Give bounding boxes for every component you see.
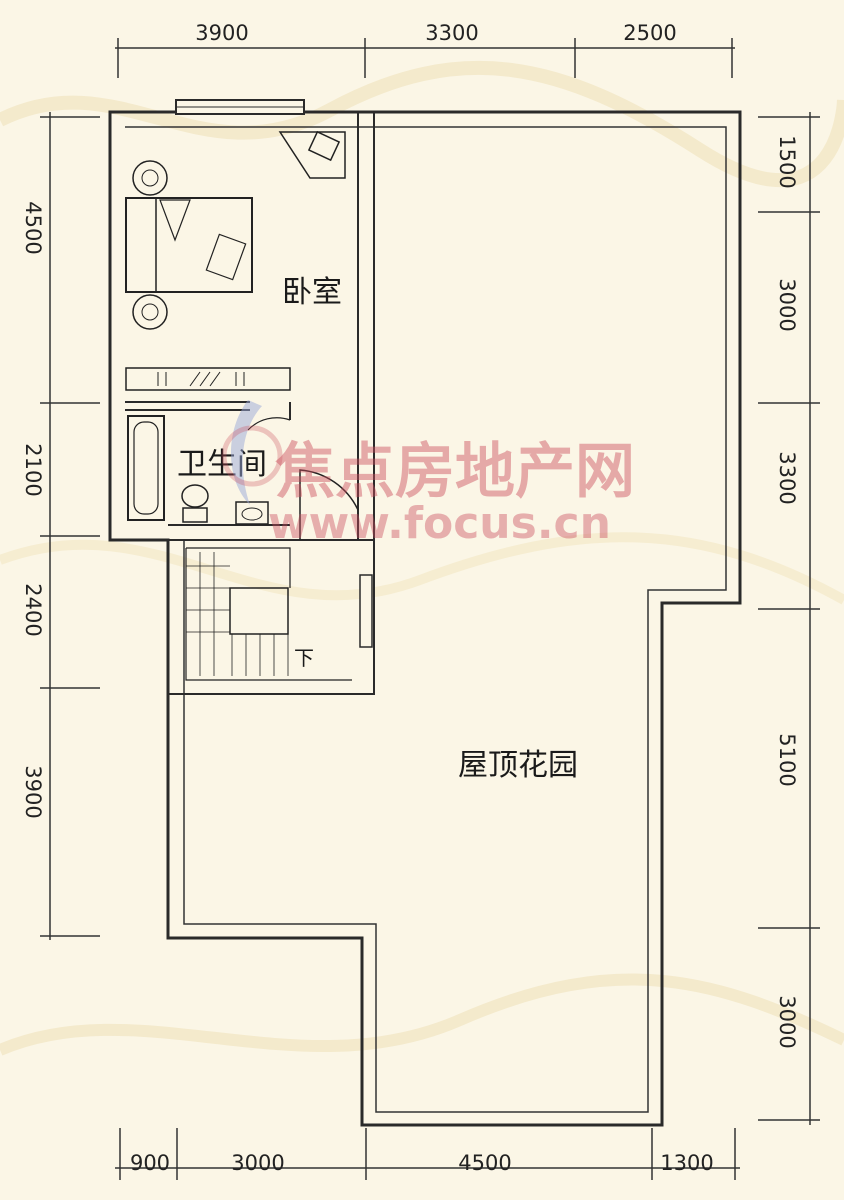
watermark-logo <box>221 400 283 505</box>
dim-left-2: 2100 <box>21 443 45 496</box>
dim-right-4: 5100 <box>775 733 799 786</box>
background-texture <box>0 61 844 1056</box>
dim-right-5: 3000 <box>775 995 799 1048</box>
dim-left-1: 4500 <box>21 201 45 254</box>
room-label-bedroom: 卧室 <box>282 275 342 310</box>
room-label-roof-garden: 屋顶花园 <box>458 748 578 783</box>
dim-top-1: 3900 <box>195 21 248 45</box>
watermark-url: www.focus.cn <box>268 498 611 549</box>
dim-right-3: 3300 <box>775 451 799 504</box>
dim-bottom-1: 900 <box>130 1151 170 1175</box>
stair-down-label: 下 <box>294 646 314 670</box>
plant-icon <box>132 160 168 330</box>
dim-top-2: 3300 <box>425 21 478 45</box>
sink-icon <box>235 501 269 525</box>
dim-bottom-2: 3000 <box>231 1151 284 1175</box>
dim-right-2: 3000 <box>775 278 799 331</box>
room-label-bathroom: 卫生间 <box>177 447 267 482</box>
dim-top-3: 2500 <box>623 21 676 45</box>
wardrobe-icon <box>125 367 291 391</box>
toilet-icon <box>181 484 209 523</box>
door-swing-icon <box>247 417 359 540</box>
dim-right-1: 1500 <box>775 135 799 188</box>
watermark-text: 焦点房地产网 <box>275 437 635 507</box>
bed-icon <box>125 197 253 293</box>
dim-left-3: 2400 <box>21 583 45 636</box>
dim-bottom-4: 1300 <box>660 1151 713 1175</box>
bathtub-icon <box>127 415 165 521</box>
desk-chair-icon <box>278 130 346 179</box>
dim-left-4: 3900 <box>21 765 45 818</box>
staircase-icon <box>185 547 352 681</box>
dimension-lines <box>40 38 820 1180</box>
walls <box>108 99 742 1127</box>
dim-bottom-3: 4500 <box>458 1151 511 1175</box>
